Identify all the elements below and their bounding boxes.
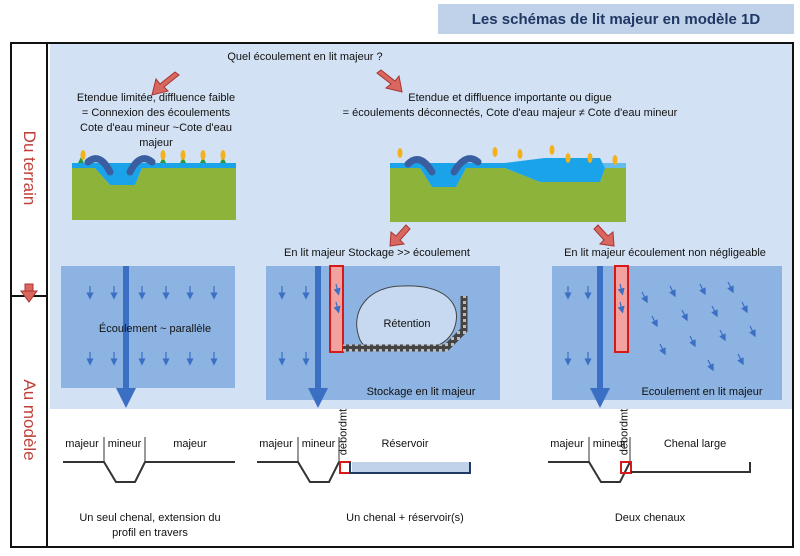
panel-parallel-label: Écoulement ~ parallèle — [98, 323, 212, 335]
case-limited-line4: majeur — [139, 137, 173, 149]
branch-arrow-flow — [593, 224, 615, 247]
question-text: Quel écoulement en lit majeur ? — [227, 51, 383, 63]
profile2-middle-label: mineur — [301, 438, 336, 450]
branch-flow-label: En lit majeur écoulement non négligeable — [564, 247, 766, 259]
profile1-caption-line2: profil en travers — [112, 527, 188, 539]
profile1-caption-line1: Un seul chenal, extension du — [79, 512, 221, 524]
retention-label: Rétention — [383, 318, 431, 330]
profile-reservoir — [257, 437, 471, 483]
case-limited-line2: = Connexion des écoulements — [81, 107, 231, 119]
profile3-right-label: Chenal large — [663, 438, 727, 450]
case-limited-line1: Etendue limitée, diffluence faible — [76, 92, 236, 104]
title-bar: Les schémas de lit majeur en modèle 1D — [438, 4, 794, 34]
profile-single-channel — [63, 437, 235, 483]
case-large-line1: Etendue et diffluence importante ou digu… — [408, 92, 612, 104]
profile2-right-label: Réservoir — [381, 438, 429, 450]
panel-major-flow — [552, 265, 782, 408]
profile2-overflow-label: débordmt — [337, 408, 350, 456]
profile3-left-label: majeur — [550, 438, 584, 450]
profile1-right-label: majeur — [173, 438, 207, 450]
panel-storage — [266, 265, 500, 408]
profile2-left-label: majeur — [259, 438, 293, 450]
profile3-overflow-label: débordmt — [618, 408, 631, 456]
branch-arrow-storage — [389, 224, 411, 247]
question-arrow-left — [151, 71, 180, 96]
panel-storage-label: Stockage en lit majeur — [366, 386, 476, 398]
branch-storage-label: En lit majeur Stockage >> écoulement — [284, 247, 470, 259]
profile1-middle-label: mineur — [107, 438, 142, 450]
profile2-caption: Un chenal + réservoir(s) — [346, 512, 464, 524]
terrain-limited — [72, 150, 236, 220]
diagram-title: Les schémas de lit majeur en modèle 1D — [471, 10, 761, 28]
left-column-arrow — [20, 283, 38, 303]
profile3-middle-label: mineur — [592, 438, 627, 450]
panel-parallel-flow — [61, 266, 235, 408]
profile3-caption: Deux chenaux — [614, 512, 686, 524]
question-arrow-right — [376, 69, 403, 93]
panel-major-flow-label: Ecoulement en lit majeur — [641, 386, 763, 398]
case-large-line2: = écoulements déconnectés, Cote d'eau ma… — [342, 107, 678, 119]
profile1-left-label: majeur — [65, 438, 99, 450]
terrain-large — [390, 145, 626, 222]
profile-two-channels — [548, 437, 751, 483]
case-limited-line3: Cote d'eau mineur ~Cote d'eau — [80, 122, 232, 134]
